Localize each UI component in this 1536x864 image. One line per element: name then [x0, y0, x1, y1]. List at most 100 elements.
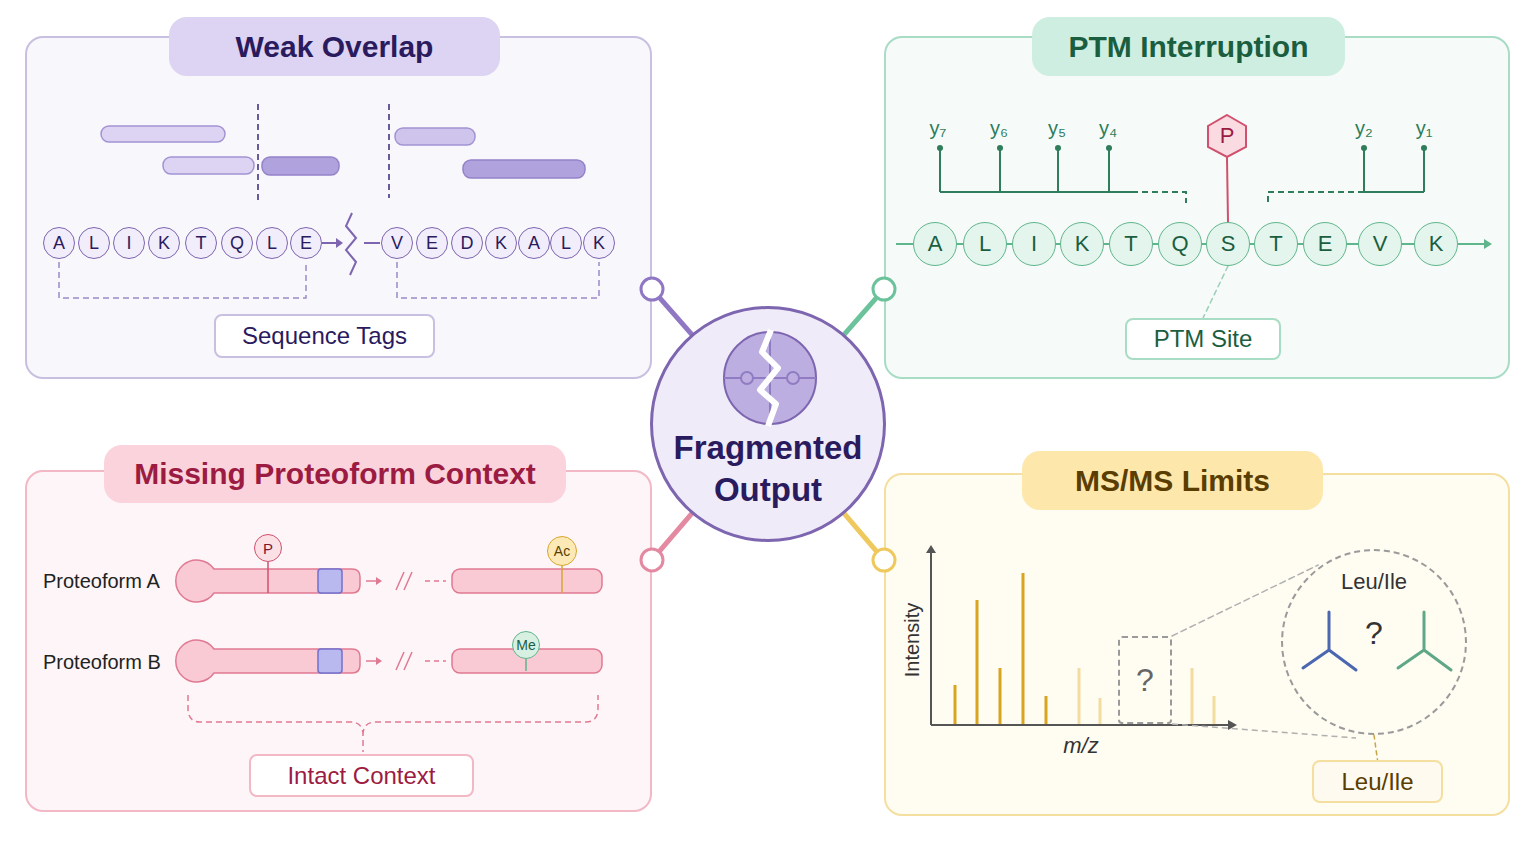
- connector: [1374, 735, 1378, 760]
- category-panel: Weak OverlapALIKTQLEVEDKALKSequence Tags: [25, 36, 652, 379]
- residue-letter: K: [593, 234, 605, 252]
- category-panel: MS/MS Limits?Leu/Ile?Leu/Ile: [884, 473, 1510, 816]
- residue-letter: I: [126, 234, 131, 252]
- connector: [845, 514, 885, 560]
- caption-box: PTM Site: [1125, 318, 1281, 360]
- residue-letter: L: [267, 234, 277, 252]
- residue-circle: E: [290, 227, 322, 259]
- unknown-peak-box: ?: [1118, 636, 1172, 724]
- panel-heading: Missing Proteoform Context: [104, 445, 566, 503]
- residue-letter: L: [561, 234, 571, 252]
- residue-circle: L: [550, 227, 582, 259]
- connector: [845, 289, 885, 334]
- puzzle-icon: [724, 332, 816, 424]
- caption-box: Sequence Tags: [214, 314, 435, 358]
- residue-circle: E: [416, 227, 448, 259]
- text-label: Intensity: [901, 603, 924, 677]
- text-label: y₆: [990, 117, 1008, 140]
- connector: [1202, 243, 1206, 245]
- residue-letter: Q: [1171, 233, 1188, 255]
- crack: [760, 330, 778, 426]
- residue-letter: L: [89, 234, 99, 252]
- caption-text: Intact Context: [287, 762, 435, 790]
- residue-circle: T: [1254, 222, 1298, 266]
- residue-letter: L: [979, 233, 991, 255]
- residue-circle: S: [1206, 222, 1250, 266]
- residue-circle: T: [185, 227, 217, 259]
- residue-circle: Q: [1158, 222, 1202, 266]
- residue-letter: T: [1124, 233, 1137, 255]
- connector: [1007, 243, 1012, 245]
- residue-circle: Me: [512, 631, 540, 659]
- residue-letter: E: [1318, 233, 1333, 255]
- puzzle-knob: [741, 372, 753, 384]
- residue-letter: E: [300, 234, 312, 252]
- text-label: y₅: [1048, 117, 1066, 140]
- connector: [652, 289, 692, 334]
- connector: [1056, 243, 1060, 245]
- residue-letter: V: [1373, 233, 1388, 255]
- text-label: y₇: [930, 117, 947, 140]
- text-label: m/z: [1063, 733, 1098, 759]
- caption-box: Intact Context: [249, 754, 474, 797]
- connector: [1347, 243, 1358, 245]
- hub-title: Fragmented Output: [668, 427, 868, 511]
- residue-circle: A: [43, 227, 75, 259]
- hub-fill: [651, 307, 885, 541]
- residue-letter: T: [196, 234, 207, 252]
- connector: [1250, 243, 1254, 245]
- residue-circle: E: [1303, 222, 1347, 266]
- residue-letter: K: [495, 234, 507, 252]
- ptm-letter: P: [1220, 123, 1235, 149]
- caption-text: PTM Site: [1154, 325, 1253, 353]
- question-mark: ?: [1136, 662, 1154, 699]
- puzzle-seams: [724, 332, 816, 424]
- residue-circle: L: [963, 222, 1007, 266]
- residue-circle: K: [148, 227, 180, 259]
- hexagon-shape: [1208, 115, 1246, 157]
- caption-text: Sequence Tags: [242, 322, 407, 350]
- residue-letter: K: [1429, 233, 1444, 255]
- residue-letter: A: [53, 234, 65, 252]
- residue-letter: E: [426, 234, 438, 252]
- connector: [1227, 158, 1228, 222]
- connector: [1402, 243, 1414, 245]
- connector: [652, 514, 692, 560]
- zoom-lens: Leu/Ile?: [1281, 549, 1467, 735]
- connector: [1298, 243, 1303, 245]
- residue-circle: I: [113, 227, 145, 259]
- residue-circle: L: [256, 227, 288, 259]
- panel-heading: MS/MS Limits: [1022, 451, 1323, 510]
- ptm-hexagon: P: [1205, 114, 1249, 158]
- residue-circle: K: [1414, 222, 1458, 266]
- connector: [1104, 243, 1109, 245]
- residue-letter: S: [1221, 233, 1236, 255]
- residue-circle: K: [1060, 222, 1104, 266]
- residue-circle: V: [381, 227, 413, 259]
- text-label: Proteoform B: [43, 651, 161, 674]
- residue-circle: V: [1358, 222, 1402, 266]
- residue-circle: Ac: [547, 536, 577, 566]
- residue-letter: A: [528, 234, 540, 252]
- residue-letter: K: [158, 234, 170, 252]
- category-panel: PTM InterruptionPALIKTQSTEVKPTM Site: [884, 36, 1510, 379]
- connector-port: [873, 549, 895, 571]
- residue-letter: T: [1269, 233, 1282, 255]
- residue-circle: A: [518, 227, 550, 259]
- hub-circle: Fragmented Output: [650, 306, 886, 542]
- residue-letter: Me: [516, 638, 535, 652]
- residue-letter: Q: [230, 234, 244, 252]
- text-label: y₄: [1099, 117, 1117, 140]
- residue-letter: P: [263, 541, 273, 556]
- connector: [1203, 266, 1228, 318]
- residue-circle: K: [583, 227, 615, 259]
- category-panel: Missing Proteoform ContextPAcMeIntact Co…: [25, 470, 652, 812]
- puzzle-knob: [787, 372, 799, 384]
- hexagon-label-wrap: P: [1205, 114, 1249, 158]
- caption-box: Leu/Ile: [1312, 760, 1443, 803]
- residue-letter: Ac: [554, 544, 570, 558]
- residue-letter: I: [1031, 233, 1037, 255]
- connector: [1172, 565, 1318, 636]
- panel-heading: PTM Interruption: [1032, 17, 1345, 76]
